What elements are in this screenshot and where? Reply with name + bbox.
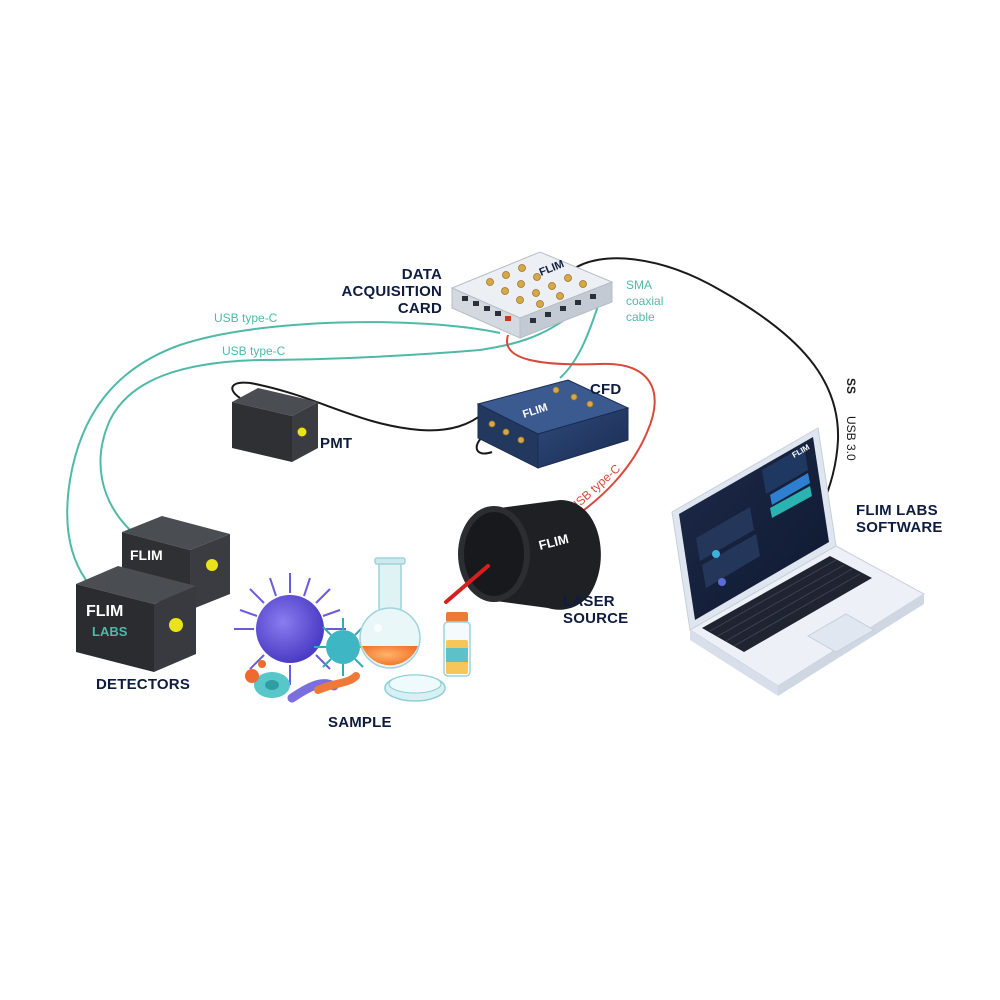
laptop-trackpad <box>806 613 876 653</box>
cell-orange <box>245 669 259 683</box>
software-label-line-1: FLIM LABS <box>856 502 938 519</box>
daq-label: DATA ACQUISITION CARD <box>341 266 442 317</box>
sma-coax-cable <box>559 299 601 379</box>
usb3-text: USB 3.0 <box>844 416 858 461</box>
usb-c-label-2: USB type-C <box>222 344 286 358</box>
vial <box>443 612 471 677</box>
detectors-label: DETECTORS <box>96 676 190 693</box>
usb-c-cable-upper <box>66 321 501 581</box>
superspeed-logo: SS <box>844 378 858 394</box>
data-acquisition-card: FLIM <box>450 251 614 339</box>
pmt-lens <box>297 427 307 437</box>
usb-c-cable-lower <box>99 349 481 531</box>
flask <box>359 557 421 669</box>
detector-front: FLIM LABS <box>76 566 196 672</box>
virus-large <box>234 573 346 685</box>
pmt-device <box>232 388 318 462</box>
petri-dish <box>384 674 446 702</box>
daq-label-line-3: CARD <box>398 300 442 317</box>
laser-label-line-2: SOURCE <box>563 610 628 627</box>
usb3-label: SS USB 3.0 <box>844 378 858 461</box>
laser-label: LASER SOURCE <box>563 593 628 627</box>
software-label-line-2: SOFTWARE <box>856 519 943 536</box>
daq-sma-connectors <box>486 264 587 308</box>
laser-label-line-1: LASER <box>563 593 615 610</box>
daq-label-line-1: DATA <box>402 266 442 283</box>
sample-label: SAMPLE <box>328 714 392 731</box>
sma-coaxial-label: SMA coaxial cable <box>626 278 663 324</box>
laser-beam <box>444 564 490 604</box>
laser-logo: FLIM <box>537 531 570 553</box>
sma-label-line-1: SMA <box>626 278 652 292</box>
cfd-label: CFD <box>590 381 621 398</box>
pmt-label: PMT <box>320 435 352 452</box>
laser-source: FLIM <box>444 500 601 610</box>
keyboard-rows <box>709 559 861 647</box>
sample-illustration <box>234 557 471 703</box>
detector-back-lens <box>206 559 218 571</box>
pmt-cable <box>231 381 486 432</box>
detector-front-logo-2: LABS <box>92 624 128 639</box>
usb-c-red-cable <box>505 334 656 521</box>
cfd-device: FLIM <box>476 379 630 469</box>
detector-back-logo: FLIM <box>130 547 163 563</box>
detector-front-logo: FLIM <box>86 603 123 620</box>
usb-c-label-1: USB type-C <box>214 311 278 325</box>
sma-label-line-3: cable <box>626 310 655 324</box>
daq-front-ports <box>462 294 596 323</box>
software-label: FLIM LABS SOFTWARE <box>856 502 943 536</box>
laptop-keyboard <box>702 556 872 652</box>
daq-label-line-2: ACQUISITION <box>341 283 442 300</box>
laptop: FLIM <box>671 427 925 696</box>
sma-label-line-2: coaxial <box>626 294 663 308</box>
cfd-connectors <box>488 386 594 444</box>
detector-front-lens <box>169 618 183 632</box>
bacteria-orange <box>314 672 360 694</box>
